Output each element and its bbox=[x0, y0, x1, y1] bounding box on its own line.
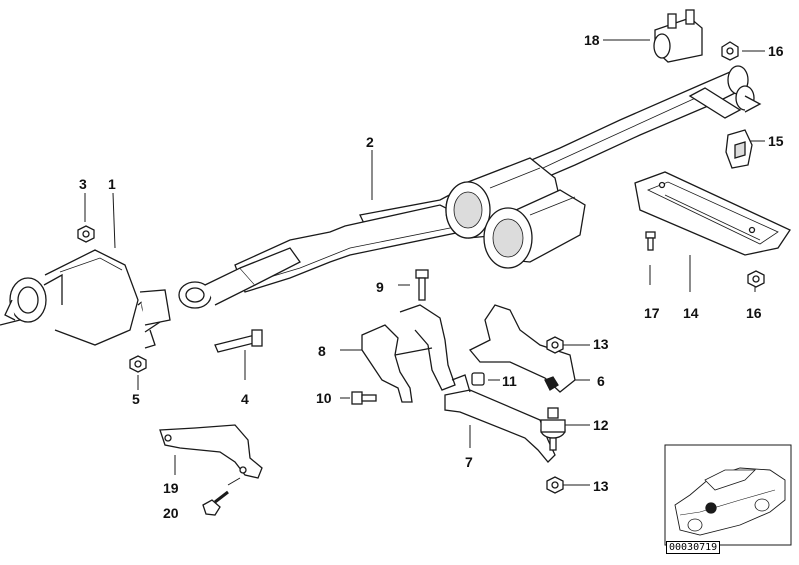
diagram-reference-number: 00030719 bbox=[666, 541, 721, 554]
bolt-20 bbox=[202, 490, 229, 516]
callout-11: 11 bbox=[502, 373, 517, 389]
catalytic-converter-lower bbox=[483, 189, 586, 269]
leader-lines bbox=[84, 39, 765, 486]
manifold-converter-1 bbox=[0, 249, 163, 346]
clamp-sleeve-18 bbox=[653, 9, 703, 63]
callout-13-upper: 13 bbox=[593, 336, 609, 352]
callout-14: 14 bbox=[683, 305, 699, 321]
bracket-8 bbox=[361, 304, 456, 403]
callout-17: 17 bbox=[644, 305, 660, 321]
callout-18: 18 bbox=[584, 32, 600, 48]
nut-3 bbox=[77, 225, 95, 243]
nut-11 bbox=[471, 372, 485, 386]
callout-13-lower: 13 bbox=[593, 478, 609, 494]
callout-15: 15 bbox=[768, 133, 784, 149]
callout-4: 4 bbox=[241, 391, 249, 407]
callout-1: 1 bbox=[108, 176, 116, 192]
nut-16-bottom bbox=[747, 270, 765, 288]
bolt-10 bbox=[351, 391, 377, 405]
nut-13-upper bbox=[546, 336, 564, 354]
bracket-19 bbox=[159, 424, 263, 479]
nut-13-lower bbox=[546, 476, 564, 494]
callout-5: 5 bbox=[132, 391, 140, 407]
callout-7: 7 bbox=[465, 454, 473, 470]
heat-shield-14 bbox=[634, 171, 791, 256]
callout-2: 2 bbox=[366, 134, 374, 150]
callout-10: 10 bbox=[316, 390, 332, 406]
rubber-mount-12 bbox=[540, 407, 566, 451]
bolt-17 bbox=[645, 231, 656, 251]
rubber-mount-15 bbox=[725, 129, 753, 169]
callout-3: 3 bbox=[79, 176, 87, 192]
front-pipe-2 bbox=[178, 65, 762, 309]
nut-16-top bbox=[721, 41, 739, 61]
clamp-near-1 bbox=[139, 289, 171, 349]
callout-16-bottom: 16 bbox=[746, 305, 762, 321]
callout-16-top: 16 bbox=[768, 43, 784, 59]
nut-5 bbox=[129, 355, 147, 373]
car-locator-inset bbox=[664, 444, 792, 546]
bolt-4 bbox=[214, 329, 263, 353]
callout-20: 20 bbox=[163, 505, 179, 521]
callout-8: 8 bbox=[318, 343, 326, 359]
callout-6: 6 bbox=[597, 373, 605, 389]
bolt-9 bbox=[415, 269, 429, 301]
callout-12: 12 bbox=[593, 417, 609, 433]
bracket-7 bbox=[444, 374, 556, 463]
callout-9: 9 bbox=[376, 279, 384, 295]
callout-19: 19 bbox=[163, 480, 179, 496]
